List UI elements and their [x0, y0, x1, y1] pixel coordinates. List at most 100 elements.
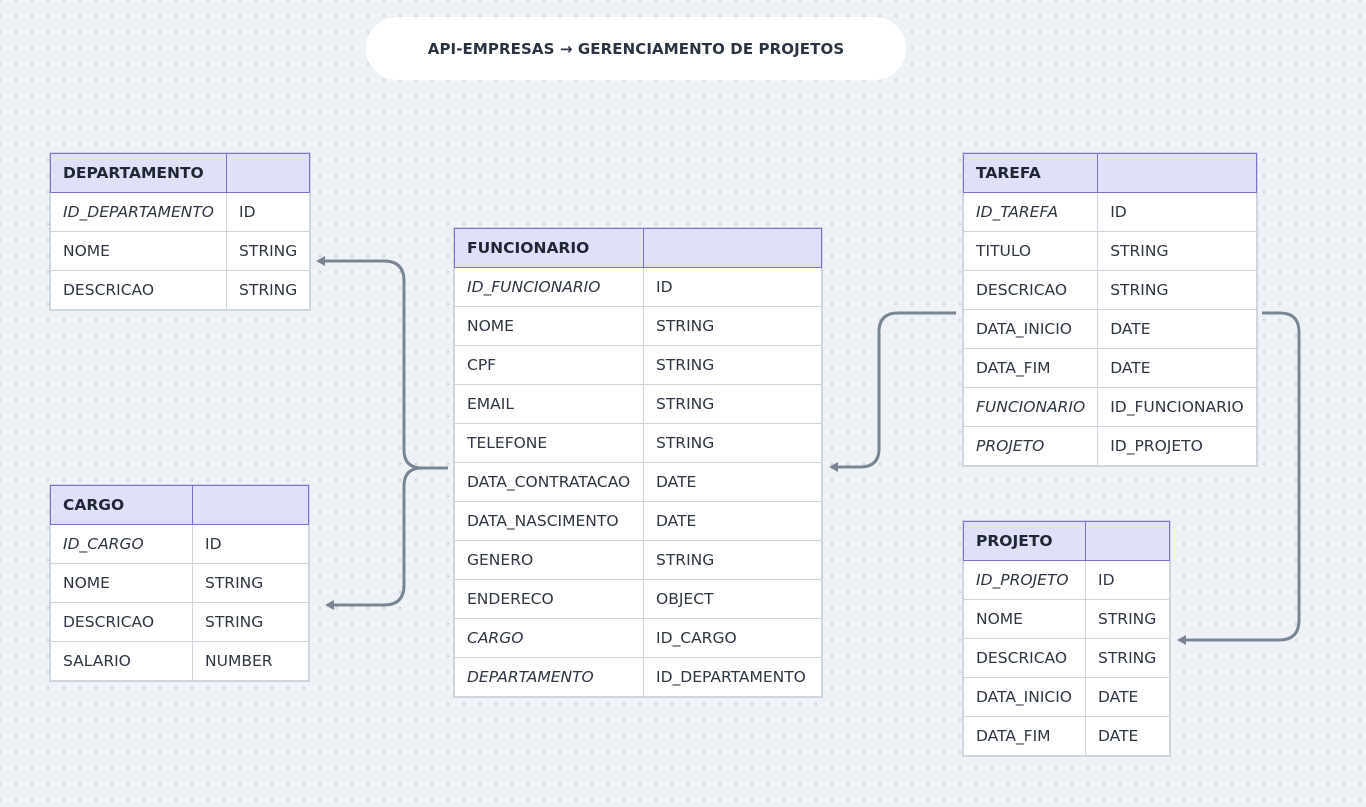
field-row: NOME STRING: [50, 563, 309, 603]
field-row: CPF STRING: [454, 345, 822, 385]
field-name: DATA_INICIO: [963, 677, 1086, 717]
field-row: DATA_INICIO DATE: [963, 677, 1170, 717]
entity-name: TAREFA: [962, 153, 1099, 193]
field-row: CARGO ID_CARGO: [454, 618, 822, 658]
field-name: DATA_INICIO: [962, 309, 1099, 349]
field-name: CPF: [454, 345, 644, 385]
connector-funcionario-departamento: [316, 256, 448, 470]
field-row: SALARIO NUMBER: [50, 641, 309, 681]
entity-header-blank: [1085, 521, 1170, 561]
field-row: DATA_INICIO DATE: [962, 309, 1257, 349]
field-name: DATA_FIM: [962, 348, 1099, 388]
entity-header: PROJETO: [963, 521, 1170, 561]
field-row: NOME STRING: [454, 306, 822, 346]
field-type: NUMBER: [192, 641, 309, 681]
entity-header: FUNCIONARIO: [454, 228, 822, 268]
field-name: ID_PROJETO: [963, 560, 1086, 600]
field-row: DATA_NASCIMENTO DATE: [454, 501, 822, 541]
field-type: DATE: [1085, 677, 1170, 717]
field-type: DATE: [1085, 716, 1170, 756]
field-name: TITULO: [962, 231, 1099, 271]
connector-tarefa-funcionario: [829, 311, 956, 472]
field-type: DATE: [1097, 348, 1257, 388]
entity-name: CARGO: [50, 485, 193, 525]
field-type: ID: [1097, 192, 1257, 232]
field-type: STRING: [643, 423, 822, 463]
entity-cargo: CARGO ID_CARGO ID NOME STRING DESCRICAO …: [50, 485, 309, 681]
field-name: DESCRICAO: [50, 602, 193, 642]
entity-tarefa: TAREFA ID_TAREFA ID TITULO STRING DESCRI…: [962, 153, 1257, 466]
field-row: DEPARTAMENTO ID_DEPARTAMENTO: [454, 657, 822, 697]
field-name: EMAIL: [454, 384, 644, 424]
field-name: ID_CARGO: [50, 524, 193, 564]
field-type: STRING: [1097, 270, 1257, 310]
field-name: GENERO: [454, 540, 644, 580]
field-type: STRING: [643, 540, 822, 580]
field-type: ID: [643, 267, 822, 307]
field-type: DATE: [1097, 309, 1257, 349]
field-type: ID_CARGO: [643, 618, 822, 658]
field-name: DATA_NASCIMENTO: [454, 501, 644, 541]
field-name: NOME: [49, 231, 228, 271]
field-row: DATA_FIM DATE: [963, 716, 1170, 756]
field-row: TITULO STRING: [962, 231, 1257, 271]
field-row: FUNCIONARIO ID_FUNCIONARIO: [962, 387, 1257, 427]
field-type: STRING: [643, 306, 822, 346]
field-type: STRING: [226, 231, 311, 271]
field-name: ID_FUNCIONARIO: [454, 267, 644, 307]
field-name: NOME: [963, 599, 1086, 639]
field-type: STRING: [1085, 599, 1170, 639]
field-type: DATE: [643, 501, 822, 541]
entity-header-blank: [1097, 153, 1257, 193]
field-name: NOME: [454, 306, 644, 346]
entity-header-blank: [643, 228, 822, 268]
entity-funcionario: FUNCIONARIO ID_FUNCIONARIO ID NOME STRIN…: [454, 228, 822, 697]
field-type: STRING: [226, 270, 311, 310]
field-name: NOME: [50, 563, 193, 603]
field-name: SALARIO: [50, 641, 193, 681]
entity-header-blank: [226, 153, 311, 193]
field-type: DATE: [643, 462, 822, 502]
field-type: ID: [1085, 560, 1170, 600]
field-row: ID_FUNCIONARIO ID: [454, 267, 822, 307]
field-row: ID_PROJETO ID: [963, 560, 1170, 600]
field-name: PROJETO: [962, 426, 1099, 466]
field-row: GENERO STRING: [454, 540, 822, 580]
field-row: DESCRICAO STRING: [963, 638, 1170, 678]
field-name: DATA_FIM: [963, 716, 1086, 756]
field-type: ID: [192, 524, 309, 564]
entity-name: DEPARTAMENTO: [49, 153, 228, 193]
connector-funcionario-cargo: [325, 466, 448, 610]
field-type: STRING: [643, 384, 822, 424]
field-row: DATA_CONTRATACAO DATE: [454, 462, 822, 502]
entity-header: CARGO: [50, 485, 309, 525]
field-type: ID_DEPARTAMENTO: [643, 657, 822, 697]
field-row: DESCRICAO STRING: [962, 270, 1257, 310]
entity-name: FUNCIONARIO: [454, 228, 644, 268]
field-name: DESCRICAO: [962, 270, 1099, 310]
field-type: STRING: [1097, 231, 1257, 271]
field-row: NOME STRING: [963, 599, 1170, 639]
field-name: ID_TAREFA: [962, 192, 1099, 232]
entity-header: TAREFA: [962, 153, 1257, 193]
field-row: TELEFONE STRING: [454, 423, 822, 463]
field-row: DESCRICAO STRING: [50, 602, 309, 642]
field-name: ID_DEPARTAMENTO: [49, 192, 228, 232]
entity-name: PROJETO: [963, 521, 1086, 561]
field-type: ID_PROJETO: [1097, 426, 1257, 466]
field-name: DEPARTAMENTO: [454, 657, 644, 697]
field-row: ID_CARGO ID: [50, 524, 309, 564]
entity-projeto: PROJETO ID_PROJETO ID NOME STRING DESCRI…: [963, 521, 1170, 756]
field-name: FUNCIONARIO: [962, 387, 1099, 427]
field-name: DESCRICAO: [963, 638, 1086, 678]
field-type: ID: [226, 192, 311, 232]
field-row: ENDERECO OBJECT: [454, 579, 822, 619]
field-type: STRING: [192, 602, 309, 642]
field-name: TELEFONE: [454, 423, 644, 463]
field-name: CARGO: [454, 618, 644, 658]
entity-header-blank: [192, 485, 309, 525]
field-type: STRING: [643, 345, 822, 385]
diagram-title: API-EMPRESAS → GERENCIAMENTO DE PROJETOS: [366, 17, 906, 80]
field-name: ENDERECO: [454, 579, 644, 619]
